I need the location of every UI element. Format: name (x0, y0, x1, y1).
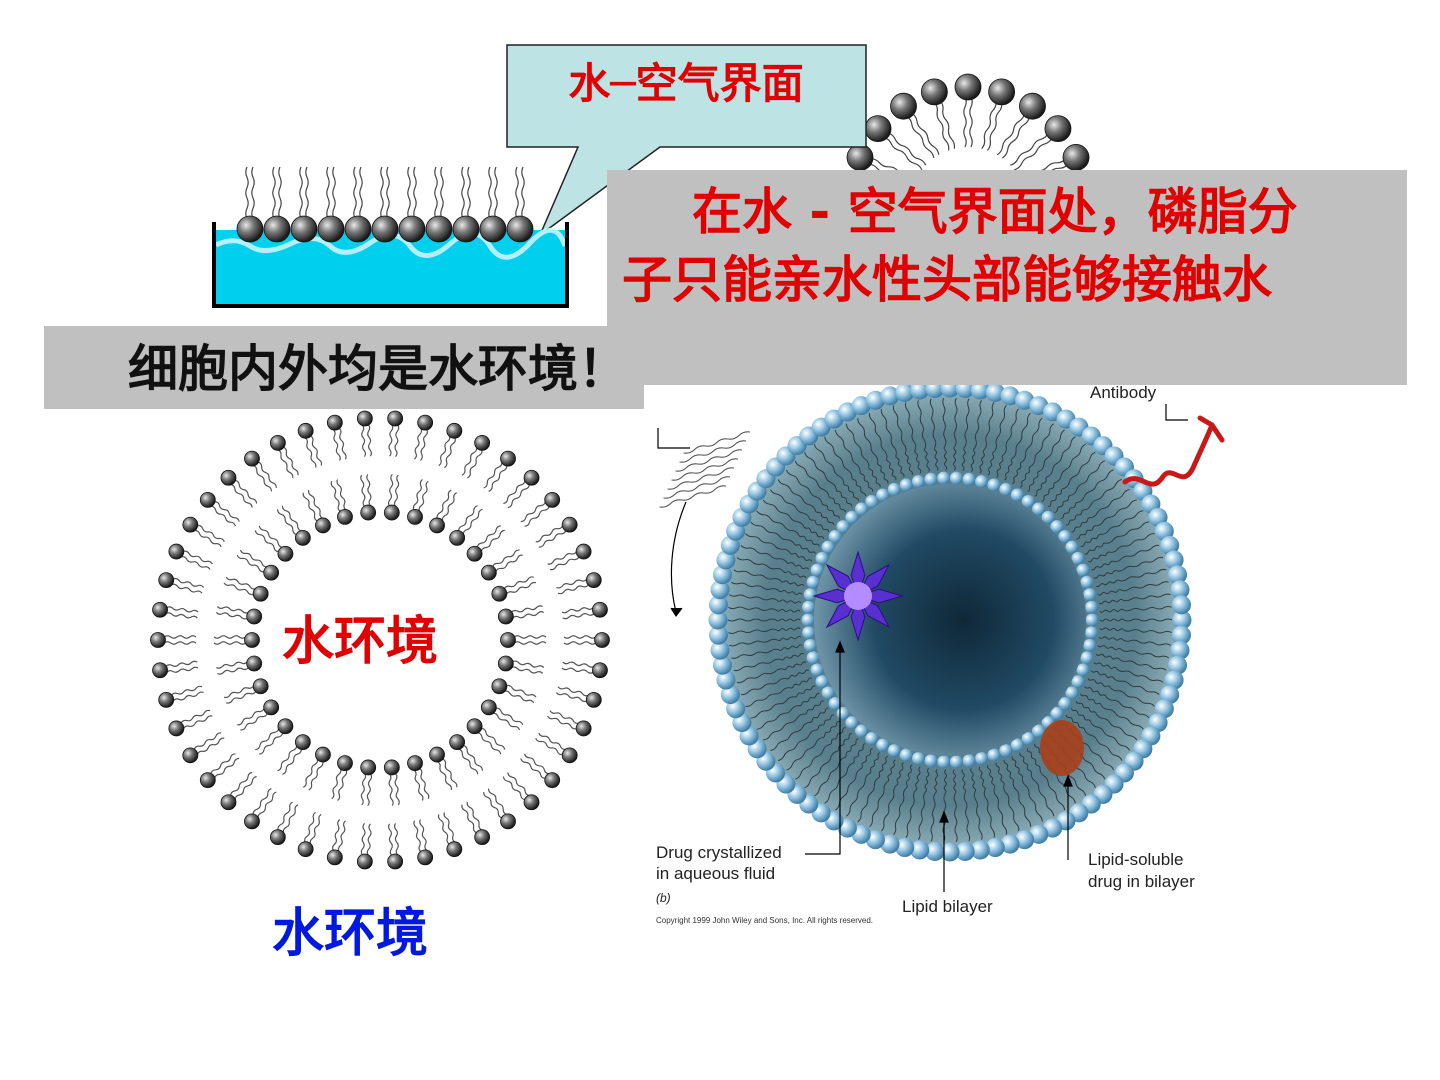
info-box-line-2: 子只能亲水性头部能够接触水 (622, 251, 1272, 309)
drug-crystal-label-1: Drug crystallized (656, 843, 782, 862)
drug-crystal-icon (812, 550, 904, 642)
drug-crystal-label-2: in aqueous fluid (656, 864, 776, 883)
info-box (607, 170, 1407, 385)
lipid-drug-label-2: drug in bilayer (1088, 872, 1195, 891)
cell-environment-box (44, 326, 644, 409)
info-box-line-1: 在水 - 空气界面处，磷脂分 (692, 183, 1298, 241)
copyright-text: Copyright 1999 John Wiley and Sons, Inc.… (656, 916, 873, 925)
bilayer-vesicle (150, 410, 610, 870)
antibody-icon (1122, 415, 1225, 487)
lipid-drug-icon (1040, 720, 1084, 776)
cell-environment-text: 细胞内外均是水环境！ (128, 340, 628, 398)
inner-water-label: 水环境 (282, 612, 439, 672)
surface-chain-icon (659, 431, 751, 508)
info-box-text: 在水 - 空气界面处，磷脂分 子只能亲水性头部能够接触水 (622, 178, 1392, 314)
callout-bubble (506, 44, 867, 238)
callout-label: 水─空气界面 (568, 59, 804, 108)
lipid-drug-label-1: Lipid-soluble (1088, 850, 1184, 869)
outer-water-label: 水环境 (272, 904, 429, 964)
liposome (657, 378, 1225, 892)
lipid-bilayer-label: Lipid bilayer (902, 897, 993, 916)
water-dish (212, 222, 569, 308)
phospholipid-monolayer (236, 166, 534, 243)
panel-label: (b) (656, 891, 671, 905)
antibody-label: Antibody (1090, 383, 1157, 402)
